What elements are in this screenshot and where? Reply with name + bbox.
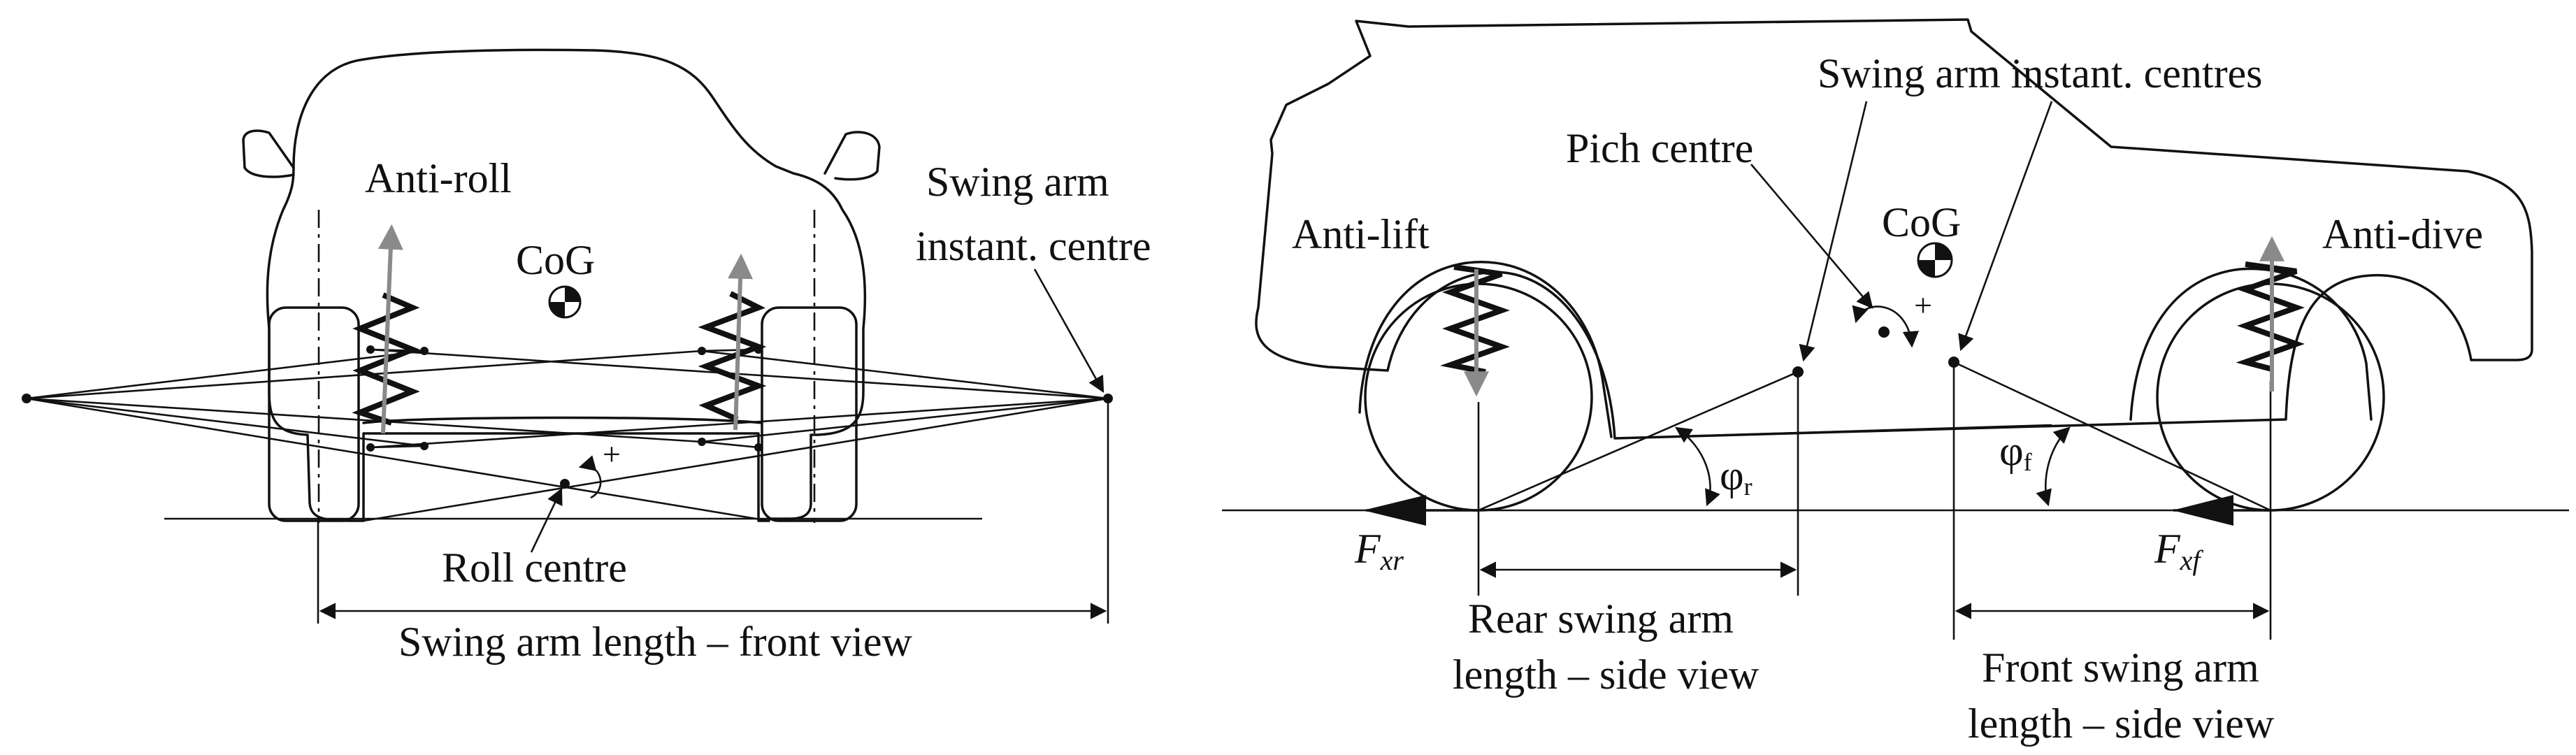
joint bbox=[420, 442, 429, 450]
swing-arm-centre-label-line2: instant. centre bbox=[916, 223, 1151, 269]
fxf-symbol: F bbox=[2154, 526, 2181, 572]
right-wheel bbox=[761, 306, 858, 522]
right-mirror bbox=[823, 131, 881, 181]
rear-length-label-line2: length – side view bbox=[1453, 652, 1760, 698]
cog-symbol-side bbox=[1917, 242, 1953, 278]
cog-label-side: CoG bbox=[1882, 199, 1961, 245]
front-swing-arm-line bbox=[1953, 361, 2271, 512]
left-swing-arm-centre-point bbox=[22, 394, 31, 403]
fxr-force-arrowhead bbox=[1363, 495, 1426, 526]
rear-length-label-line1: Rear swing arm bbox=[1468, 596, 1734, 642]
fxf-label: Fxf bbox=[2154, 526, 2203, 576]
front-length-label-line1: Front swing arm bbox=[1982, 645, 2259, 691]
left-anti-roll-arrow bbox=[377, 224, 403, 434]
joint bbox=[366, 443, 375, 452]
car-body-front bbox=[266, 48, 867, 522]
phi-f-symbol: φ bbox=[1999, 428, 2024, 474]
front-swing-arm-lines bbox=[26, 348, 1109, 522]
right-swing-arm-centre-point bbox=[1103, 394, 1113, 403]
phi-r-subscript: r bbox=[1744, 473, 1753, 501]
fxr-subscript: xr bbox=[1380, 545, 1404, 576]
joint bbox=[698, 347, 706, 355]
phi-r-label: φr bbox=[1720, 452, 1753, 501]
cog-symbol-front bbox=[548, 285, 582, 319]
left-mirror bbox=[242, 129, 295, 178]
centres-leader-right bbox=[1958, 101, 2053, 352]
fxf-subscript: xf bbox=[2180, 545, 2204, 576]
pitch-rotation-arrow bbox=[1852, 305, 1920, 348]
right-spring bbox=[698, 291, 767, 422]
phi-r-symbol: φ bbox=[1720, 452, 1744, 498]
joint bbox=[420, 347, 429, 355]
front-swing-arm-instant-centre bbox=[1948, 357, 1959, 368]
anti-roll-label: Anti-roll bbox=[365, 155, 512, 201]
pitch-plus-sign: + bbox=[1914, 287, 1932, 323]
anti-dive-label: Anti-dive bbox=[2322, 211, 2483, 257]
swing-arm-centre-leader bbox=[1033, 268, 1104, 394]
roll-centre-label: Roll centre bbox=[442, 545, 627, 591]
cog-label-front: CoG bbox=[516, 237, 595, 283]
joint bbox=[698, 438, 706, 446]
swing-arm-centre-label-line1: Swing arm bbox=[926, 159, 1109, 205]
swing-arm-centres-label: Swing arm instant. centres bbox=[1818, 50, 2263, 96]
front-angle-arc bbox=[2036, 426, 2071, 507]
rear-angle-arc bbox=[1675, 426, 1720, 507]
right-anti-roll-arrow bbox=[728, 253, 754, 431]
fxf-force-arrowhead bbox=[2173, 495, 2233, 526]
front-view: Anti-roll CoG Swing arm instant. centre … bbox=[22, 48, 1151, 665]
rear-swing-arm-instant-centre bbox=[1792, 366, 1804, 378]
pitch-centre-label: Pich centre bbox=[1566, 125, 1753, 171]
anti-lift-label: Anti-lift bbox=[1292, 211, 1430, 257]
front-swing-arm-length-label: Swing arm length – front view bbox=[398, 619, 913, 665]
centres-leader-left bbox=[1799, 101, 1868, 362]
car-body-side bbox=[1255, 18, 2533, 440]
front-length-label-line2: length – side view bbox=[1968, 700, 2275, 747]
joint bbox=[366, 345, 375, 354]
pitch-centre-point bbox=[1878, 326, 1890, 338]
roll-rotation-arrow bbox=[578, 455, 602, 499]
side-view: Swing arm instant. centres Pich centre C… bbox=[1222, 18, 2569, 747]
fxr-label: Fxr bbox=[1354, 526, 1404, 576]
rear-wheel-arch bbox=[1358, 261, 1613, 438]
roll-centre-point bbox=[560, 479, 570, 489]
phi-f-label: φf bbox=[1999, 428, 2032, 476]
front-wheel-arch bbox=[2129, 267, 2373, 421]
joint bbox=[754, 443, 763, 452]
roll-centre-leader bbox=[530, 487, 563, 553]
roll-plus-sign: + bbox=[603, 436, 621, 472]
fxr-symbol: F bbox=[1354, 526, 1381, 572]
rear-swing-arm-line bbox=[1478, 371, 1799, 512]
pitch-centre-leader bbox=[1750, 164, 1873, 309]
phi-f-subscript: f bbox=[2024, 448, 2032, 476]
